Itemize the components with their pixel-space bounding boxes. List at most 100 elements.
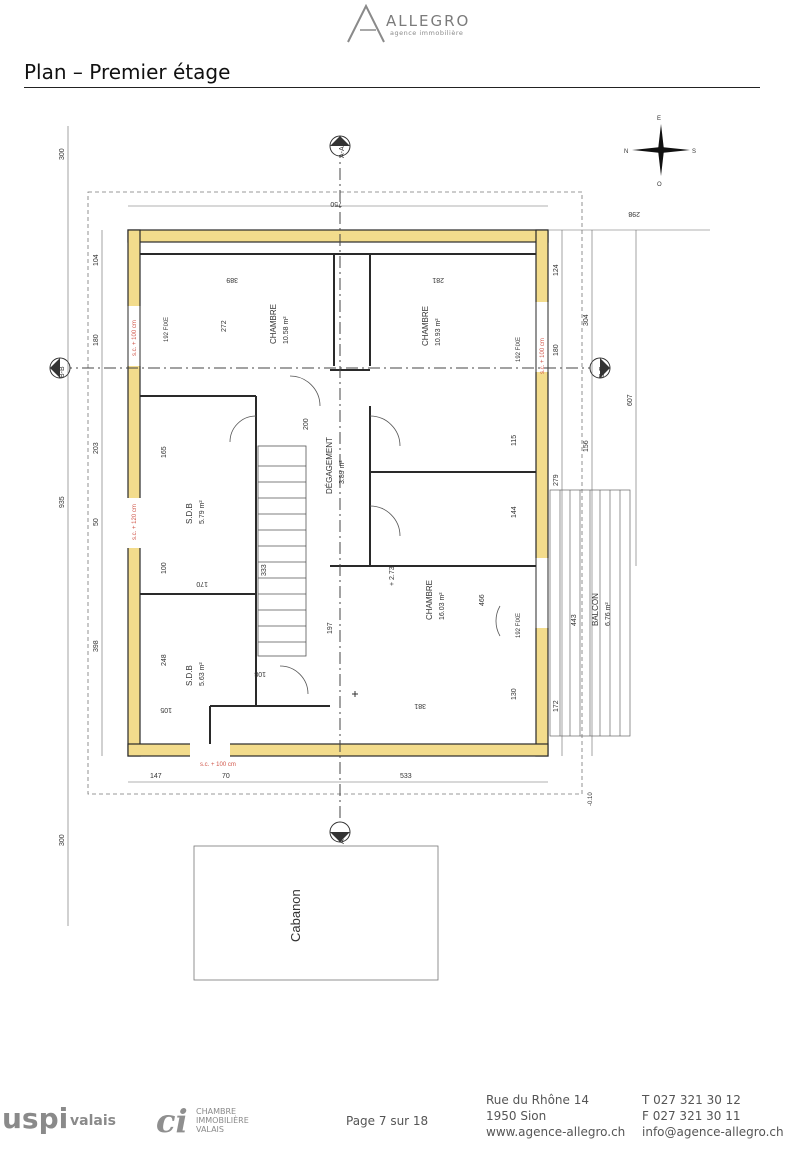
dim-inner-333: 333 [261, 564, 268, 576]
floor-plan-drawing: Cabanon A-A A-A B-B B-B [49, 116, 710, 981]
dim-inner-170: 170 [196, 580, 208, 587]
section-label-left: B-B [59, 366, 66, 378]
compass-icon: E O N S [624, 116, 696, 188]
dim-inner-197: 197 [327, 622, 334, 634]
title-divider [24, 87, 760, 88]
room-area: 5.79 m² [199, 500, 206, 524]
exterior-level: -0.10 [588, 792, 594, 806]
dim-left-top: 300 [59, 148, 66, 160]
section-marker-left: B-B [49, 357, 71, 379]
chamber-line: IMMOBILIÈRE [196, 1116, 249, 1125]
dimension-values: 750 298 300 935 300 104 180 203 50 398 1… [59, 148, 640, 846]
dim-inner-272: 272 [221, 320, 228, 332]
dim-bottom-533: 533 [400, 773, 412, 780]
room-area: 5.63 m² [199, 662, 206, 686]
dim-top-overall: 750 [330, 200, 342, 207]
dim-left-203: 203 [93, 442, 100, 454]
cabanon-label: Cabanon [288, 889, 303, 942]
chamber-line: VALAIS [196, 1125, 224, 1134]
room-sdb-2: S.D.B 5.63 m² [185, 662, 206, 686]
dim-right-279: 279 [553, 474, 560, 486]
room-chambre-3: CHAMBRE 16.03 m² [425, 580, 446, 620]
door-swings [229, 375, 501, 695]
room-chambre-1: CHAMBRE 10.58 m² [269, 304, 290, 344]
chamber-logo-mark: ci [156, 1102, 188, 1140]
dim-inner-466: 466 [479, 594, 486, 606]
room-balcon: BALCON 6.76 m² [591, 593, 612, 626]
dim-inner-389: 389 [226, 276, 238, 283]
reference-cross-icon [352, 691, 358, 697]
address-line: 1950 Sion [486, 1109, 547, 1123]
dim-left-104: 104 [93, 254, 100, 266]
room-area: 6.76 m² [605, 602, 612, 626]
room-name: CHAMBRE [425, 580, 434, 620]
dim-inner-108: 108 [254, 670, 266, 677]
dim-inner-115: 115 [511, 435, 518, 446]
dim-right-304: 304 [583, 314, 590, 326]
balcony [549, 489, 631, 737]
dim-inner-281: 281 [432, 276, 444, 283]
brand-name: ALLEGRO [386, 12, 471, 30]
dim-inner-381: 381 [414, 702, 426, 709]
level-marker: + 2.73 [389, 566, 396, 586]
dim-inner-200: 200 [303, 418, 310, 430]
section-axes [60, 146, 600, 826]
dim-inner-144: 144 [511, 506, 518, 518]
dim-inner-165: 165 [161, 446, 168, 458]
dim-left-398: 398 [93, 640, 100, 652]
dim-right-124: 124 [553, 264, 560, 276]
website-link[interactable]: www.agence-allegro.ch [486, 1125, 626, 1139]
email-link[interactable]: info@agence-allegro.ch [642, 1125, 784, 1139]
allegro-logo: ALLEGRO agence immobilière [346, 4, 486, 44]
room-name: CHAMBRE [421, 306, 430, 346]
dim-right-156: 156 [583, 440, 590, 452]
dim-bottom-147: 147 [150, 773, 162, 780]
room-name: DÉGAGEMENT [325, 437, 334, 494]
section-marker-bottom: A-A [329, 821, 351, 844]
fax-number: F 027 321 30 11 [642, 1109, 741, 1123]
room-sdb-1: S.D.B 5.79 m² [185, 500, 206, 524]
section-label-top: A-A [339, 146, 346, 158]
room-degagement: DÉGAGEMENT 3.89 m² [325, 437, 346, 494]
room-area: 16.03 m² [439, 592, 446, 620]
sill-note-2: s.c. + 100 cm [540, 338, 546, 374]
agency-contact: T 027 321 30 12 F 027 321 30 11 info@age… [642, 1092, 784, 1140]
chamber-line: CHAMBRE [196, 1107, 237, 1116]
room-chambre-2: CHAMBRE 10.93 m² [421, 306, 442, 346]
dim-inner-105: 105 [160, 706, 172, 713]
dim-left-50: 50 [93, 518, 100, 526]
dim-top-right: 298 [628, 210, 640, 217]
svg-text:N: N [624, 149, 628, 155]
cabanon-outline [193, 845, 439, 981]
page-header: ALLEGRO agence immobilière [0, 0, 800, 60]
uspi-region: valais [70, 1113, 116, 1129]
staircase [257, 445, 307, 657]
dim-right-172: 172 [553, 700, 560, 712]
dim-inner-248: 248 [161, 654, 168, 666]
allegro-logo-mark-icon [347, 4, 385, 43]
section-marker-top: A-A [329, 135, 351, 158]
brand-tagline: agence immobilière [390, 29, 464, 37]
floor-plan: Cabanon A-A A-A B-B B-B [40, 106, 760, 1046]
dim-left-180: 180 [93, 334, 100, 346]
dim-left-bottom: 300 [59, 834, 66, 846]
section-label-right: B-B [599, 366, 606, 378]
room-name: S.D.B [185, 665, 194, 686]
dim-right-443: 443 [571, 614, 578, 626]
svg-text:S: S [692, 149, 696, 155]
sill-note-1: s.c. + 100 cm [132, 320, 138, 356]
room-area: 3.89 m² [339, 460, 346, 484]
page-number: Page 7 sur 18 [346, 1114, 429, 1128]
dim-right-607: 607 [627, 394, 634, 406]
dim-inner-100: 100 [161, 562, 168, 574]
page-title: Plan – Premier étage [24, 60, 231, 84]
fixe-label-2: 192 FIXE [516, 337, 522, 362]
room-name: CHAMBRE [269, 304, 278, 344]
room-name: S.D.B [185, 503, 194, 524]
svg-text:E: E [657, 116, 661, 122]
room-area: 10.93 m² [435, 318, 442, 346]
page-footer: uspi valais ci CHAMBRE IMMOBILIÈRE VALAI… [0, 1080, 800, 1151]
agency-address: Rue du Rhône 14 1950 Sion www.agence-all… [486, 1092, 625, 1140]
sill-note-4: s.c. + 100 cm [200, 762, 236, 768]
svg-text:O: O [657, 182, 662, 188]
